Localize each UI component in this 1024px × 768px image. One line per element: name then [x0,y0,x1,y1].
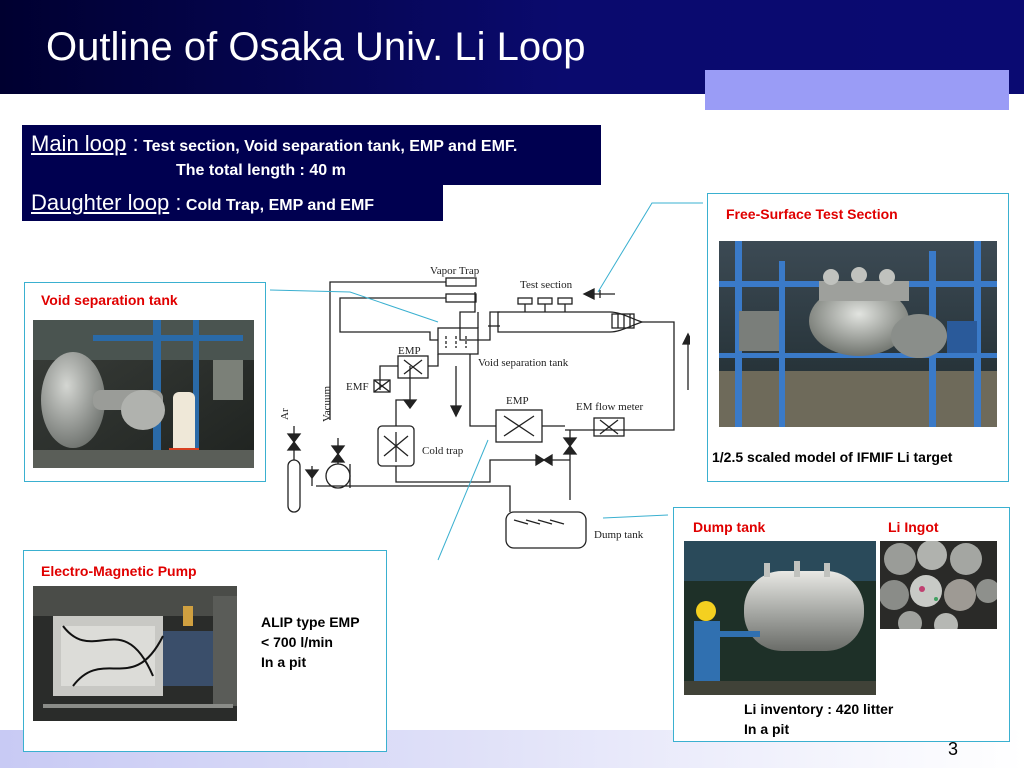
dump-inventory: Li inventory : 420 litter [744,701,894,717]
ar-label: Ar [279,408,291,420]
free-surface-panel: Free-Surface Test Section [707,193,1009,482]
emp-spec-flow: < 700 l/min [261,634,333,650]
main-loop-box: Main loop : Test section, Void separatio… [22,125,601,185]
test-section-label: Test section [520,279,573,291]
emp-top-label: EMP [398,345,421,357]
em-flow-meter-label: EM flow meter [576,401,644,413]
page-number: 3 [947,739,958,759]
main-loop-colon: : [126,131,139,156]
void-separation-label: Void separation tank [478,357,569,369]
dump-tank-caption: Dump tank [693,519,766,535]
li-ingot-caption: Li Ingot [888,519,939,535]
void-tank-caption: Void separation tank [41,292,178,308]
free-surface-photo [719,241,997,427]
emp-panel: Electro-Magnetic Pump ALIP type EMP < 70… [23,550,387,752]
daughter-loop-colon: : [169,190,182,215]
free-surface-note: 1/2.5 scaled model of IFMIF Li target [712,449,953,465]
daughter-loop-line: Daughter loop : Cold Trap, EMP and EMF [31,190,374,216]
main-loop-line: Main loop : Test section, Void separatio… [31,131,517,157]
cold-trap-label: Cold trap [422,445,464,457]
dump-tank-photo [684,541,876,695]
emp-caption: Electro-Magnetic Pump [41,563,197,579]
emf-label: EMF [346,381,369,393]
free-surface-caption: Free-Surface Test Section [726,206,898,222]
emp-photo [33,586,237,721]
emp-spec-location: In a pit [261,654,307,670]
daughter-loop-box: Daughter loop : Cold Trap, EMP and EMF [22,184,443,221]
dump-tank-panel: Dump tank Li Ingot [673,507,1010,742]
vacuum-label: Vacuum [321,386,333,422]
main-loop-text: Test section, Void separation tank, EMP … [138,138,518,155]
void-tank-panel: Void separation tank [24,282,266,482]
main-loop-length: The total length : 40 m [176,162,346,179]
main-loop-label: Main loop [31,131,127,156]
daughter-loop-label: Daughter loop [31,190,170,215]
dump-tank-label: Dump tank [594,529,644,541]
void-tank-photo [33,320,254,468]
li-ingot-photo [880,541,997,629]
dump-location: In a pit [744,721,790,737]
daughter-loop-text: Cold Trap, EMP and EMF [181,197,375,214]
emp-mid-label: EMP [506,395,529,407]
slide-title: Outline of Osaka Univ. Li Loop [46,25,586,69]
emp-spec-type: ALIP type EMP [261,614,360,630]
li-loop-schematic: Vapor Trap Test section EMP Void separat… [279,265,690,549]
vapor-trap-label: Vapor Trap [430,265,480,277]
title-accent-bar [705,70,1009,110]
